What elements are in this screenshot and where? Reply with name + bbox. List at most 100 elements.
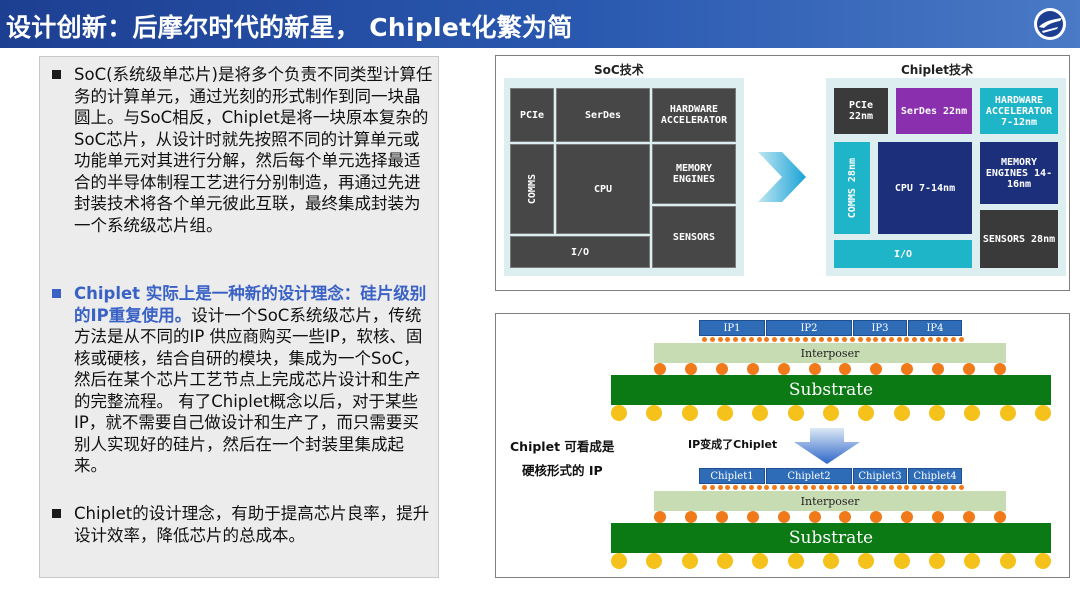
chiplet-cpu: CPU 7-14nm [878,142,972,234]
bump [865,337,871,342]
chiplet-hw-accelerator: HARDWARE ACCELERATOR 7-12nm [980,88,1058,134]
bump [842,485,848,490]
bump [834,485,840,490]
title-bar: 设计创新：后摩尔时代的新星， Chiplet化繁为简 [0,0,1080,48]
soc-comms: COMMS [510,144,554,234]
solder-ball [646,553,663,569]
solder-ball [858,553,875,569]
chiplet-pcie: PCIe 22nm [834,88,888,134]
bump [881,337,887,342]
solder-ball [681,553,698,569]
bump [740,485,746,490]
solder-ball [717,405,733,421]
solder-ball [752,405,769,421]
square-bullet-icon [52,289,61,298]
bump [870,511,883,523]
bump [881,485,887,490]
bump [818,485,824,490]
solder-ball [999,553,1016,569]
bump [756,337,762,342]
solder-ball [787,405,804,421]
bump [839,363,852,375]
bump [935,337,941,342]
bump [779,337,785,342]
bump [959,485,964,490]
bump [733,337,739,342]
bump [935,485,941,490]
bullet-text: Chiplet的设计理念，有助于提高芯片良率，提升设计效率，降低芯片的总成本。 [74,504,430,545]
chiplet-memory-engines: MEMORY ENGINES 14-16nm [980,142,1058,204]
ip-block: IP1 [699,320,765,336]
bump [808,511,821,523]
solder-ball [646,405,663,421]
bullet-text: SoC(系统级单芯片)是将多个负责不同类型计算任务的计算单元，通过光刻的形式制作… [74,65,433,235]
square-bullet-icon [52,509,61,518]
bump [764,485,770,490]
solder-ball [823,405,839,421]
solder-ball [858,405,875,421]
chiplet-io: I/O [834,240,972,268]
bump [725,485,731,490]
airplane-emblem-icon [1034,8,1066,40]
bump [787,485,793,490]
bullet-chiplet-concept: Chiplet 实际上是一种新的设计理念：硅片级别的IP重复使用。设计一个SoC… [52,283,434,477]
bump [803,337,809,342]
bump [811,485,817,490]
arrow-label: IP变成了Chiplet [688,438,778,451]
page-title: 设计创新：后摩尔时代的新星， Chiplet化繁为简 [6,13,573,42]
bump [901,363,914,375]
bump [717,485,723,490]
solder-ball [823,553,839,569]
bump [849,337,855,342]
square-bullet-icon [52,70,61,79]
solder-ball [964,405,981,421]
bump [733,485,739,490]
bump [684,363,697,375]
bullet-text: 设计一个SoC系统级芯片，传统方法是从不同的IP 供应商购买一些IP，软核、固核… [74,305,423,476]
chiplet-package-figure: IP1 IP2 IP3 IP4 Interposer Substrate Chi… [495,313,1070,578]
solder-ball-row [611,405,1051,421]
bump [943,485,949,490]
bump [709,485,715,490]
arrow-down-icon [794,428,860,464]
bullet-soc: SoC(系统级单芯片)是将多个负责不同类型计算任务的计算单元，通过光刻的形式制作… [52,64,434,236]
soc-sensors: SENSORS [652,206,736,268]
chiplet-sensors: SENSORS 28nm [980,210,1058,268]
bump [963,511,976,523]
bump [951,337,957,342]
bump [684,511,697,523]
soc-serdes: SerDes [556,88,650,142]
bump [808,363,821,375]
chiplet-caption: Chiplet技术 [901,63,974,77]
bump [746,511,759,523]
chiplet-block: Chiplet2 [766,468,852,484]
bump [839,511,852,523]
bump [896,485,902,490]
c4-bump-row [654,363,1006,375]
bullet-benefits: Chiplet的设计理念，有助于提高芯片良率，提升设计效率，降低芯片的总成本。 [52,503,434,546]
ip-block: IP4 [908,320,962,336]
bullet-highlight: Chiplet 实际上是一种新的设计理念：硅片级别的IP重复使用。 [74,284,427,325]
ip-block: IP3 [853,320,907,336]
solder-ball [999,405,1016,421]
ip-block: IP2 [766,320,852,336]
substrate-layer: Substrate [611,375,1051,405]
interposer-layer: Interposer [654,343,1006,363]
micro-bump-row [702,337,964,343]
c4-bump-row [654,511,1006,523]
solder-ball [964,553,981,569]
solder-ball [611,553,627,569]
solder-ball [1035,405,1051,421]
bump [888,337,894,342]
bump [932,363,945,375]
bump [932,511,945,523]
bump [927,337,933,342]
bump [834,337,840,342]
bump [873,485,879,490]
bump [959,337,964,342]
bump [777,511,790,523]
solder-ball [681,405,698,421]
bump [702,485,707,490]
bump [865,485,871,490]
bump [870,363,883,375]
